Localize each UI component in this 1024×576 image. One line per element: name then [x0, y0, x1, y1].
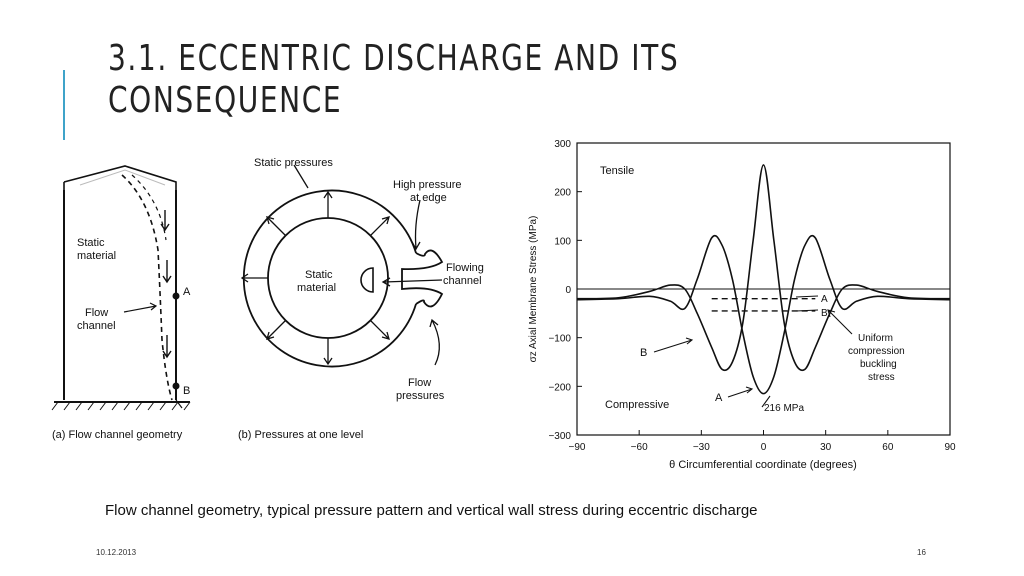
chart-compressive-label: Compressive	[605, 399, 669, 411]
figure-a-caption: (a) Flow channel geometry	[52, 429, 183, 441]
chart-series-b-line	[576, 234, 951, 395]
chart-y-tick-label: 200	[554, 188, 571, 199]
pressure-ring-diagram: Static pressures High pressure at edge S…	[238, 157, 484, 441]
high-pressure-label-1: High pressure	[393, 179, 461, 191]
title-accent-bar	[63, 70, 65, 140]
chart-uniform-label-4: stress	[868, 372, 895, 383]
static-material-label-a1: Static	[77, 237, 105, 249]
chart-ref-b-label: B	[821, 308, 828, 319]
high-pressure-label-2: at edge	[410, 192, 447, 204]
flowing-channel-label-2: channel	[443, 275, 482, 287]
chart-x-axis-label: θ Circumferential coordinate (degrees)	[669, 459, 857, 471]
static-material-label-b1: Static	[305, 269, 333, 281]
flow-pressures-label-2: pressures	[396, 390, 445, 402]
flow-channel-diagram: Static material Flow channel A B (a) Flo…	[51, 165, 191, 441]
chart-x-tick-label: 0	[761, 442, 767, 453]
chart-ref-a-label: A	[821, 294, 828, 305]
static-material-label-b2: material	[297, 282, 336, 294]
figure-panel: Static material Flow channel A B (a) Flo…	[40, 130, 980, 480]
point-b-label: B	[183, 385, 190, 397]
chart-series-a-label: A	[715, 392, 723, 404]
flowing-channel-label-1: Flowing	[446, 262, 484, 274]
flow-pressures-label-1: Flow	[408, 377, 431, 389]
chart-tensile-label: Tensile	[600, 165, 634, 177]
chart-y-tick-label: −200	[548, 382, 571, 393]
point-a-label: A	[183, 286, 191, 298]
static-pressures-label: Static pressures	[254, 157, 333, 169]
figure-b-caption: (b) Pressures at one level	[238, 429, 363, 441]
chart-uniform-label-3: buckling	[860, 359, 897, 370]
flow-label-a1: Flow	[85, 307, 108, 319]
footer-page-number: 16	[917, 548, 926, 557]
chart-y-tick-label: −100	[548, 334, 571, 345]
flow-label-a2: channel	[77, 320, 116, 332]
figure-svg: Static material Flow channel A B (a) Flo…	[51, 139, 956, 471]
slide-title: 3.1. ECCENTRIC DISCHARGE AND ITS CONSEQU…	[108, 38, 680, 122]
chart-y-axis-label: σz Axial Membrane Stress (MPa)	[528, 216, 539, 363]
chart-x-tick-label: −90	[569, 442, 586, 453]
chart-y-tick-label: −300	[548, 431, 571, 442]
chart-x-tick-label: −30	[693, 442, 710, 453]
chart-series-b-label: B	[640, 347, 647, 359]
chart-x-tick-label: −60	[631, 442, 648, 453]
chart-y-tick-label: 100	[554, 236, 571, 247]
chart-y-tick-label: 0	[565, 285, 571, 296]
chart-uniform-label-1: Uniform	[858, 333, 893, 344]
chart-annotation-arrows	[653, 295, 853, 408]
slide-title-line2: CONSEQUENCE	[108, 80, 343, 121]
chart-peak-label: 216 MPa	[764, 403, 804, 414]
figure-caption: Flow channel geometry, typical pressure …	[105, 502, 758, 519]
static-material-label-a2: material	[77, 250, 116, 262]
chart-y-tick-label: 300	[554, 139, 571, 150]
slide-title-line1: 3.1. ECCENTRIC DISCHARGE AND ITS	[108, 38, 680, 79]
chart-x-tick-label: 90	[944, 442, 956, 453]
chart-uniform-label-2: compression	[848, 346, 905, 357]
footer-date: 10.12.2013	[96, 548, 137, 557]
chart-x-tick-label: 60	[882, 442, 894, 453]
chart-x-tick-label: 30	[820, 442, 832, 453]
chart-series-a-line	[576, 164, 951, 372]
